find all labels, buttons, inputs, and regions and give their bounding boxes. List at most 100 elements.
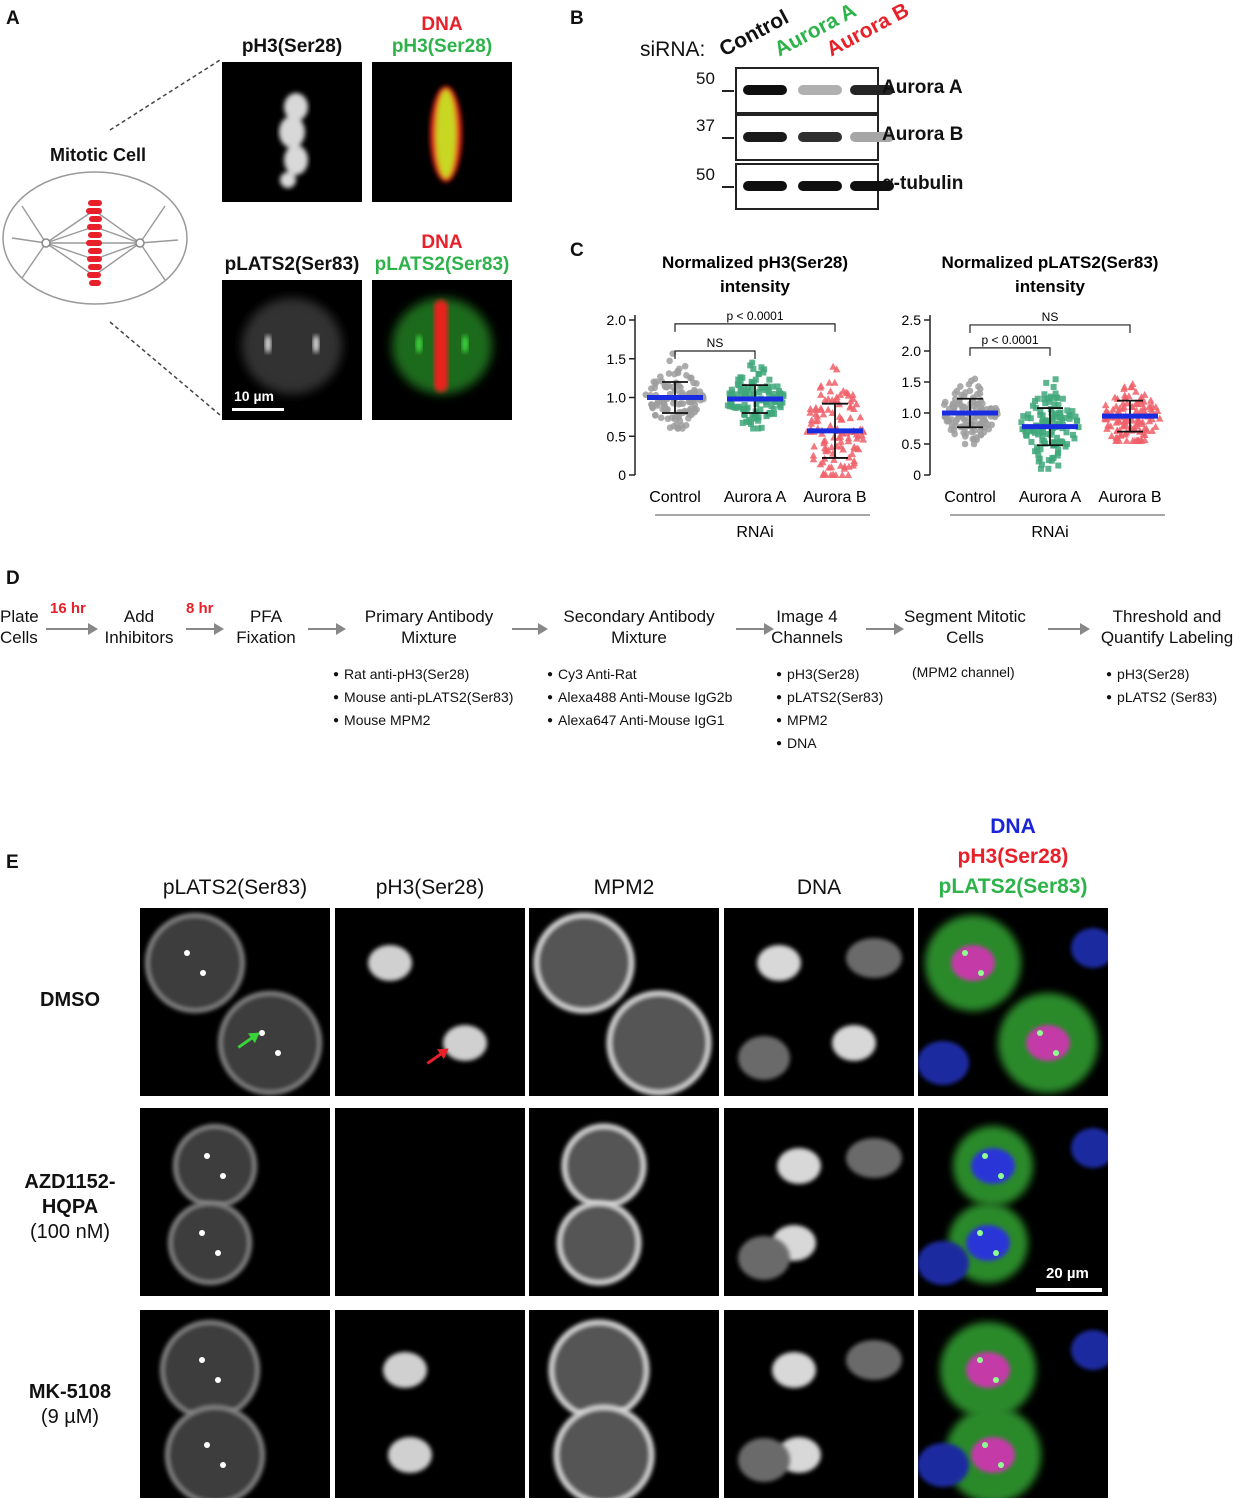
data-point: [683, 372, 690, 379]
data-point: [977, 431, 985, 438]
comparison-label: p < 0.0001: [726, 309, 783, 323]
e-row-label-mk: MK-5108 (9 µM): [0, 1380, 140, 1430]
panel-a-label: A: [6, 8, 20, 29]
data-point: [769, 410, 776, 417]
comparison-bracket: [674, 323, 836, 332]
data-point: [1037, 411, 1044, 418]
data-point: [677, 400, 685, 407]
data-point: [1115, 436, 1123, 444]
data-point: [830, 455, 838, 463]
flow-arrow: [512, 623, 548, 635]
e-image-r1-c3: [724, 1108, 914, 1296]
blot-band: [743, 132, 787, 142]
data-point: [1039, 419, 1046, 426]
blot-band: [798, 181, 842, 191]
data-point: [743, 392, 750, 399]
data-point: [648, 385, 655, 392]
flow-list-item: pH3(Ser28): [1106, 664, 1217, 687]
flow-arrow: [1048, 623, 1090, 635]
data-point: [1018, 419, 1025, 426]
data-point: [1137, 400, 1145, 408]
data-point: [806, 408, 814, 416]
data-point: [825, 378, 834, 386]
data-point: [1122, 436, 1131, 444]
data-point: [1117, 430, 1125, 438]
data-point: [1053, 395, 1060, 402]
data-point: [819, 410, 828, 418]
e-image-r2-c4: [918, 1310, 1108, 1498]
data-point: [1155, 414, 1164, 422]
e-merge-ph3: pH3(Ser28): [957, 845, 1069, 868]
data-point: [1035, 452, 1042, 459]
e-image-r0-c3: [724, 908, 914, 1096]
data-point: [1045, 465, 1052, 472]
data-point: [1029, 402, 1036, 409]
data-point: [850, 405, 858, 413]
data-point: [1048, 428, 1055, 435]
data-point: [749, 386, 756, 393]
e-image-r0-c0: [140, 908, 330, 1096]
data-point: [824, 405, 832, 413]
category-label: Aurora A: [1019, 489, 1082, 506]
data-point: [1042, 400, 1049, 407]
data-point: [1019, 426, 1026, 433]
data-point: [774, 383, 781, 390]
data-point: [859, 435, 868, 443]
data-point: [827, 443, 836, 451]
data-point: [739, 419, 746, 426]
data-point: [849, 461, 857, 469]
blot-band: [850, 181, 894, 191]
data-point: [809, 451, 818, 459]
a-image-merge-ph3: [372, 62, 512, 202]
y-tick-label: 2.0: [607, 312, 627, 328]
blot-box-0: [735, 67, 894, 114]
data-point: [665, 370, 673, 377]
data-point: [691, 388, 699, 396]
data-point: [1052, 376, 1059, 383]
data-point: [1047, 395, 1054, 402]
flow-step-line2: Mixture: [611, 628, 667, 647]
data-point: [1064, 441, 1071, 448]
comparison-label: NS: [707, 336, 724, 350]
data-point: [755, 371, 762, 378]
flow-arrow: [866, 623, 904, 635]
e-row-1-sub1: HQPA: [41, 1196, 99, 1218]
data-point: [846, 414, 855, 422]
data-point: [1032, 448, 1039, 455]
data-point: [852, 430, 861, 438]
data-point: [757, 406, 764, 413]
data-point: [833, 393, 841, 401]
category-label: Aurora A: [724, 489, 787, 506]
data-point: [657, 414, 665, 422]
data-point: [1059, 439, 1066, 446]
data-point: [979, 420, 987, 428]
panel-e-label: E: [6, 852, 19, 873]
data-point: [971, 375, 979, 383]
data-point: [846, 402, 855, 410]
data-point: [756, 389, 763, 396]
y-tick-label: 0: [618, 467, 626, 483]
data-point: [649, 403, 656, 411]
data-point: [1044, 395, 1051, 402]
data-point: [1034, 444, 1041, 451]
flow-step-line1: PFA: [249, 607, 283, 626]
data-point: [1066, 415, 1073, 422]
data-point: [1069, 431, 1076, 438]
data-point: [737, 377, 744, 384]
data-point: [741, 412, 748, 419]
data-point: [1045, 430, 1052, 437]
data-point: [1064, 407, 1071, 414]
data-point: [817, 382, 825, 390]
data-point: [743, 406, 750, 413]
blot-name-0: Aurora A: [882, 77, 963, 98]
data-point: [850, 456, 858, 464]
a-title-ph3: pH3(Ser28): [241, 36, 343, 57]
data-point: [816, 460, 825, 468]
data-point: [696, 388, 704, 395]
y-tick-label: 0.5: [607, 428, 627, 444]
data-point: [1120, 403, 1129, 411]
data-point: [953, 387, 961, 395]
